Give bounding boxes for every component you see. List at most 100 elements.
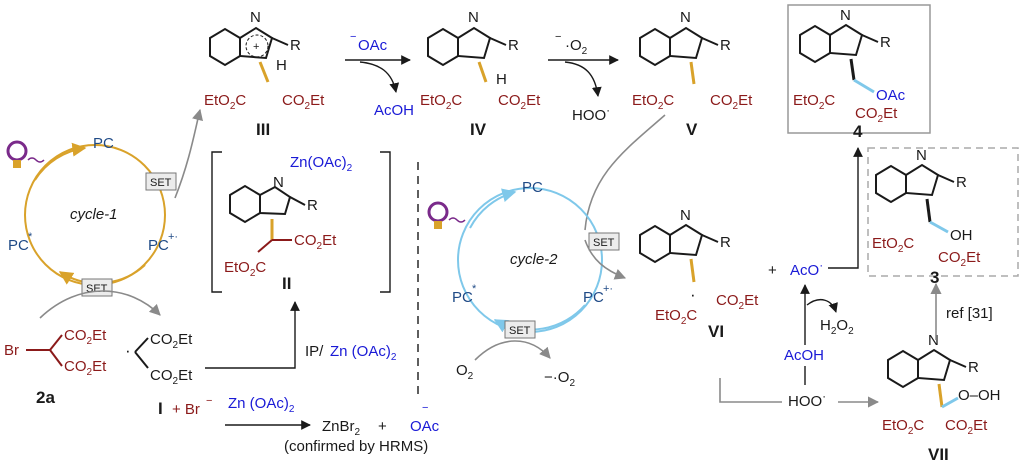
oh-group: OH — [950, 227, 973, 244]
h2o2-label: H2O2 — [820, 317, 854, 337]
c-o-bond — [941, 396, 959, 409]
imidazole-ring — [239, 26, 274, 60]
imidazole-ring — [829, 23, 864, 57]
bracket-left — [211, 151, 222, 293]
pyridine-ring — [799, 24, 831, 64]
cycle-2-set-bottom: SET — [509, 325, 531, 337]
radical-dot: · — [125, 341, 131, 360]
acyloxy-plus: + — [768, 262, 777, 279]
imidazole-ring — [259, 185, 292, 216]
oac-group: OAc — [876, 87, 906, 104]
zn-label: Zn(OAc)2 — [290, 154, 353, 174]
reagent-2a: Br CO2Et CO2Et 2a — [4, 327, 107, 407]
new-bond — [937, 383, 944, 408]
cycle-2-label: cycle-2 — [510, 251, 558, 268]
compound-id-4: 4 — [853, 122, 863, 141]
n-top: N — [928, 332, 939, 349]
n-top: N — [273, 174, 284, 191]
lightbulb-icon — [6, 140, 45, 168]
byproduct-plus: + — [378, 418, 387, 435]
r-group: R — [720, 234, 731, 251]
cycle-1-pc-top: PC — [93, 135, 114, 152]
compound-id-III: III — [256, 120, 270, 139]
cycle-1: PC PC * PC +· cycle-1 SET SET — [6, 135, 178, 297]
ester-left: EtO2C — [655, 307, 697, 327]
n-top: N — [840, 7, 851, 24]
cycle-2-pc-left-mark: * — [472, 283, 477, 295]
ester-left: EtO2C — [793, 92, 835, 112]
cycle-1-pc-left: PC — [8, 237, 29, 254]
new-bond — [689, 258, 696, 283]
cycle-2-set-bottom-box — [504, 320, 536, 339]
r-group: R — [968, 359, 979, 376]
bond-R — [701, 37, 719, 46]
oac-label: OAc — [410, 418, 440, 435]
arrow-I-to-II — [205, 301, 300, 369]
product-4: N R OAc EtO2C CO2Et 4 — [787, 4, 931, 141]
new-bond — [925, 198, 932, 223]
byproduct-reagent: Zn (OAc)2 — [228, 395, 295, 415]
ester-right: CO2Et — [855, 105, 898, 125]
ester-left: EtO2C — [420, 92, 462, 112]
ester-right: CO2Et — [716, 292, 759, 312]
n-top: N — [468, 9, 479, 26]
intermediate-V: N R EtO2C CO2Et V — [632, 9, 753, 139]
ester-right: CO2Et — [938, 249, 981, 269]
imidazole-ring — [457, 26, 492, 60]
reference-label: ref [31] — [946, 305, 993, 322]
r-group: R — [956, 174, 967, 191]
ip-label: IP/ — [305, 343, 324, 360]
intermediate-VI: N R · EtO2C CO2Et VI — [639, 207, 759, 341]
radical-I: · CO2Et CO2Et I + Br − — [125, 331, 212, 418]
pyridine-ring — [209, 27, 241, 67]
acyloxy-radical: AcO· — [790, 258, 823, 279]
imidazole-ring — [905, 163, 940, 197]
cycle-2: PC PC * PC +· cycle-2 SET SET O2 −·O2 — [427, 179, 620, 389]
superoxide-reagent: ·O2 — [565, 37, 588, 57]
ester-left: EtO2C — [872, 235, 914, 255]
r-group: R — [508, 37, 519, 54]
oac-reagent: OAc — [358, 37, 388, 54]
bond — [49, 334, 63, 351]
arrow-V-to-cycle-2 — [584, 114, 666, 231]
c-o-bond — [853, 78, 875, 94]
bond-R — [271, 37, 289, 46]
pyridine-ring — [229, 184, 261, 224]
intermediate-VII: N R O–OH EtO2C CO2Et VII — [882, 332, 1001, 464]
cycle-2-pc-right-mark: +· — [603, 283, 613, 295]
superoxide-product: −·O2 — [544, 369, 575, 389]
arrow-cycle-to-III — [174, 108, 203, 199]
cycle-2-set-right: SET — [593, 237, 615, 249]
cycle-1-pc-right-mark: +· — [168, 231, 178, 243]
r-group: R — [720, 37, 731, 54]
arrow-acoh-release — [359, 61, 400, 93]
cycle-1-set-bottom: SET — [86, 283, 108, 295]
arrow-hoo-release — [564, 61, 602, 97]
pyridine-ring — [639, 27, 671, 67]
cycle-1-set-top: SET — [150, 177, 172, 189]
cycle-2-set-right-box — [588, 232, 620, 251]
bond — [49, 349, 63, 367]
intermediate-II: N Zn(OAc)2 R EtO2C CO2Et II — [211, 151, 391, 293]
n-top: N — [680, 9, 691, 26]
n-top: N — [680, 207, 691, 224]
acoh-reagent: AcOH — [784, 347, 824, 364]
arrow-cycle-2-to-VI — [584, 239, 627, 280]
bond — [134, 337, 149, 353]
pyridine-ring — [887, 349, 919, 389]
ip-zn: Zn (OAc)2 — [330, 343, 397, 363]
bond-R — [949, 359, 967, 368]
cycle-2-pc-left: PC — [452, 289, 473, 306]
imidazole-ring — [669, 223, 704, 257]
bond-R — [489, 37, 507, 46]
bond — [257, 239, 273, 253]
pyridine-ring — [639, 224, 671, 264]
imidazole-ring — [917, 348, 952, 382]
arrow-h2o2-release — [806, 298, 838, 313]
cycle-1-set-top-box — [145, 172, 177, 191]
pyridine-ring — [875, 164, 907, 204]
r-group: R — [880, 34, 891, 51]
compound-id-I: I — [158, 399, 163, 418]
pyridine-ring — [427, 27, 459, 67]
